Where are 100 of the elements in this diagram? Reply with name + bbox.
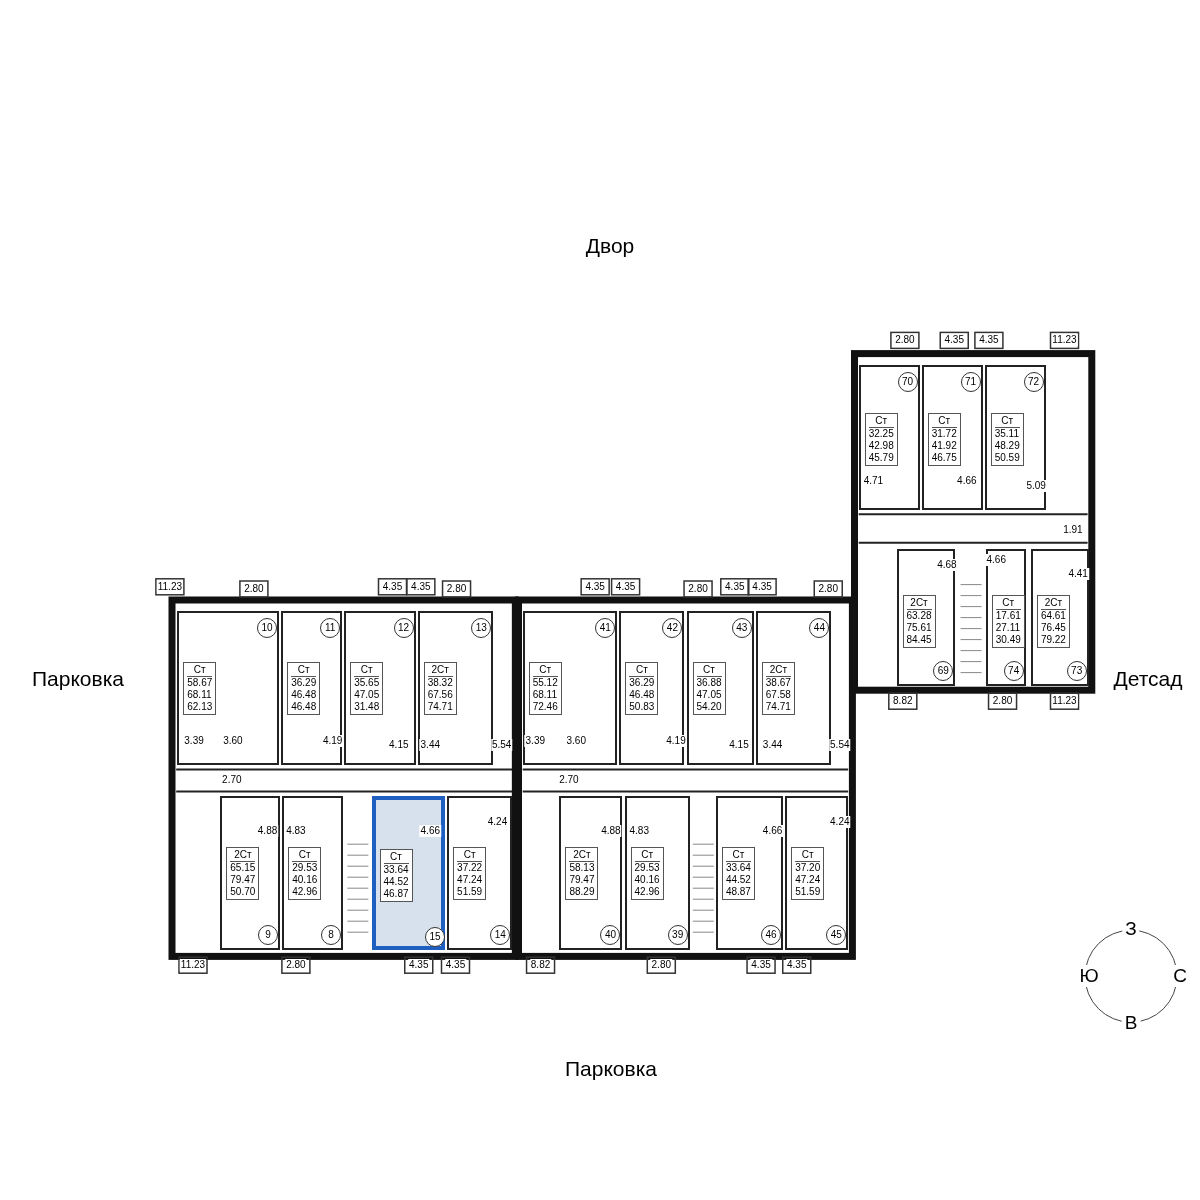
apartment-number: 42: [662, 618, 683, 638]
area-label: 1.91: [1062, 523, 1084, 536]
area-value: 46.48: [291, 689, 317, 701]
area-label: 4.88: [600, 825, 622, 837]
area-value: 74.71: [765, 701, 791, 713]
apartment-number: 74: [1003, 660, 1024, 681]
apartment-unit: [220, 795, 281, 950]
apartment-unit: [522, 611, 618, 765]
area-value: 74.71: [427, 701, 453, 713]
area-value: 27.11: [995, 622, 1021, 635]
unit-type-label: Ст: [875, 414, 888, 427]
area-value: 46.75: [931, 451, 957, 464]
area-value: 58.67: [187, 677, 213, 689]
area-value: 38.32: [427, 677, 453, 689]
area-value: 35.65: [354, 677, 380, 689]
apartment-number: 40: [600, 924, 621, 945]
area-value: 48.87: [725, 885, 751, 898]
area-value: 42.96: [634, 885, 660, 898]
area-label: 4.66: [761, 825, 784, 837]
area-value: 67.58: [765, 689, 791, 701]
area-label: 4.35: [381, 580, 404, 593]
apartment-unit: [281, 611, 343, 765]
area-value: 33.64: [383, 863, 409, 876]
apartment-unit: [985, 549, 1026, 686]
apartment-number: 41: [595, 618, 616, 638]
unit-type-label: Ст: [390, 850, 402, 863]
apartment-number: 14: [490, 924, 511, 945]
area-value: 41.92: [931, 439, 957, 452]
area-value: 46.48: [629, 689, 655, 701]
unit-type-label: Ст: [193, 664, 206, 676]
area-value: 54.20: [696, 701, 722, 713]
area-value: 79.47: [230, 873, 256, 886]
area-value: 42.98: [868, 439, 894, 452]
unit-type-label: 2Ст: [431, 664, 449, 676]
apartment-unit: [715, 795, 784, 950]
apartment-number: 44: [809, 618, 830, 638]
apartment-number: 12: [393, 618, 414, 638]
apartment-unit: [1030, 549, 1089, 686]
area-label: 2.80: [687, 583, 709, 595]
unit-type-label: 2Ст: [910, 597, 928, 610]
area-value: 65.15: [230, 861, 256, 874]
area-value: 47.24: [457, 873, 483, 886]
area-value: 68.11: [187, 689, 213, 701]
area-value: 51.59: [457, 885, 483, 898]
area-value: 32.25: [868, 427, 894, 440]
apartment-number: 71: [960, 371, 981, 392]
area-value: 35.11: [994, 427, 1020, 440]
apartment-unit: [785, 795, 849, 950]
apartment-unit: [177, 611, 280, 765]
apartment-number: 13: [471, 618, 492, 638]
area-value: 76.45: [1040, 622, 1066, 635]
area-value: 50.70: [230, 885, 256, 898]
apartment-number: 43: [731, 618, 752, 638]
area-value: 44.52: [725, 873, 751, 886]
area-label: 4.24: [829, 816, 851, 829]
place-label: Двор: [584, 233, 636, 258]
area-label: 4.35: [410, 580, 432, 593]
area-label: 5.54: [829, 739, 851, 752]
unit-type-label: Ст: [635, 664, 648, 676]
area-label: 4.35: [614, 580, 637, 593]
apartment-unit: [447, 795, 513, 950]
area-value: 51.59: [795, 885, 821, 898]
unit-type-label: 2Ст: [1044, 597, 1063, 610]
apartment-unit: [371, 795, 445, 950]
apartment-number: 9: [258, 924, 279, 945]
unit-type-label: Ст: [801, 848, 814, 861]
unit-type-label: 2Ст: [573, 848, 591, 861]
area-label: 4.83: [628, 825, 650, 837]
apartment-number: 69: [933, 660, 954, 681]
unit-type-label: Ст: [703, 664, 715, 676]
area-value: 37.22: [457, 861, 483, 874]
area-value: 29.53: [634, 861, 660, 874]
area-value: 58.13: [569, 861, 595, 874]
apartment-number: 72: [1023, 371, 1044, 392]
area-label: 4.66: [419, 825, 442, 837]
place-label: Парковка: [564, 1056, 658, 1081]
area-value: 79.22: [1040, 634, 1066, 647]
apartment-number: 45: [826, 924, 847, 945]
area-label: 2.80: [445, 583, 468, 595]
area-value: 36.29: [629, 677, 655, 689]
apartment-number: 46: [761, 924, 782, 945]
apartment-unit: [559, 795, 623, 950]
area-label: 11.23: [1051, 334, 1078, 347]
area-value: 40.16: [292, 873, 318, 886]
area-value: 55.12: [532, 677, 558, 689]
area-value: 67.56: [427, 689, 453, 701]
apartment-unit: [686, 611, 754, 765]
area-value: 50.83: [629, 701, 655, 713]
area-value: 44.52: [383, 875, 409, 888]
unit-type-label: Ст: [732, 848, 745, 861]
area-value: 47.05: [696, 689, 722, 701]
area-value: 62.13: [187, 701, 213, 713]
area-value: 30.49: [995, 634, 1021, 647]
unit-type-label: Ст: [297, 664, 310, 676]
area-label: 4.83: [285, 825, 307, 837]
area-value: 17.61: [995, 610, 1021, 623]
area-label: 2.80: [817, 583, 839, 595]
area-value: 63.28: [906, 610, 932, 623]
area-value: 48.29: [994, 439, 1020, 452]
area-value: 36.29: [291, 677, 317, 689]
